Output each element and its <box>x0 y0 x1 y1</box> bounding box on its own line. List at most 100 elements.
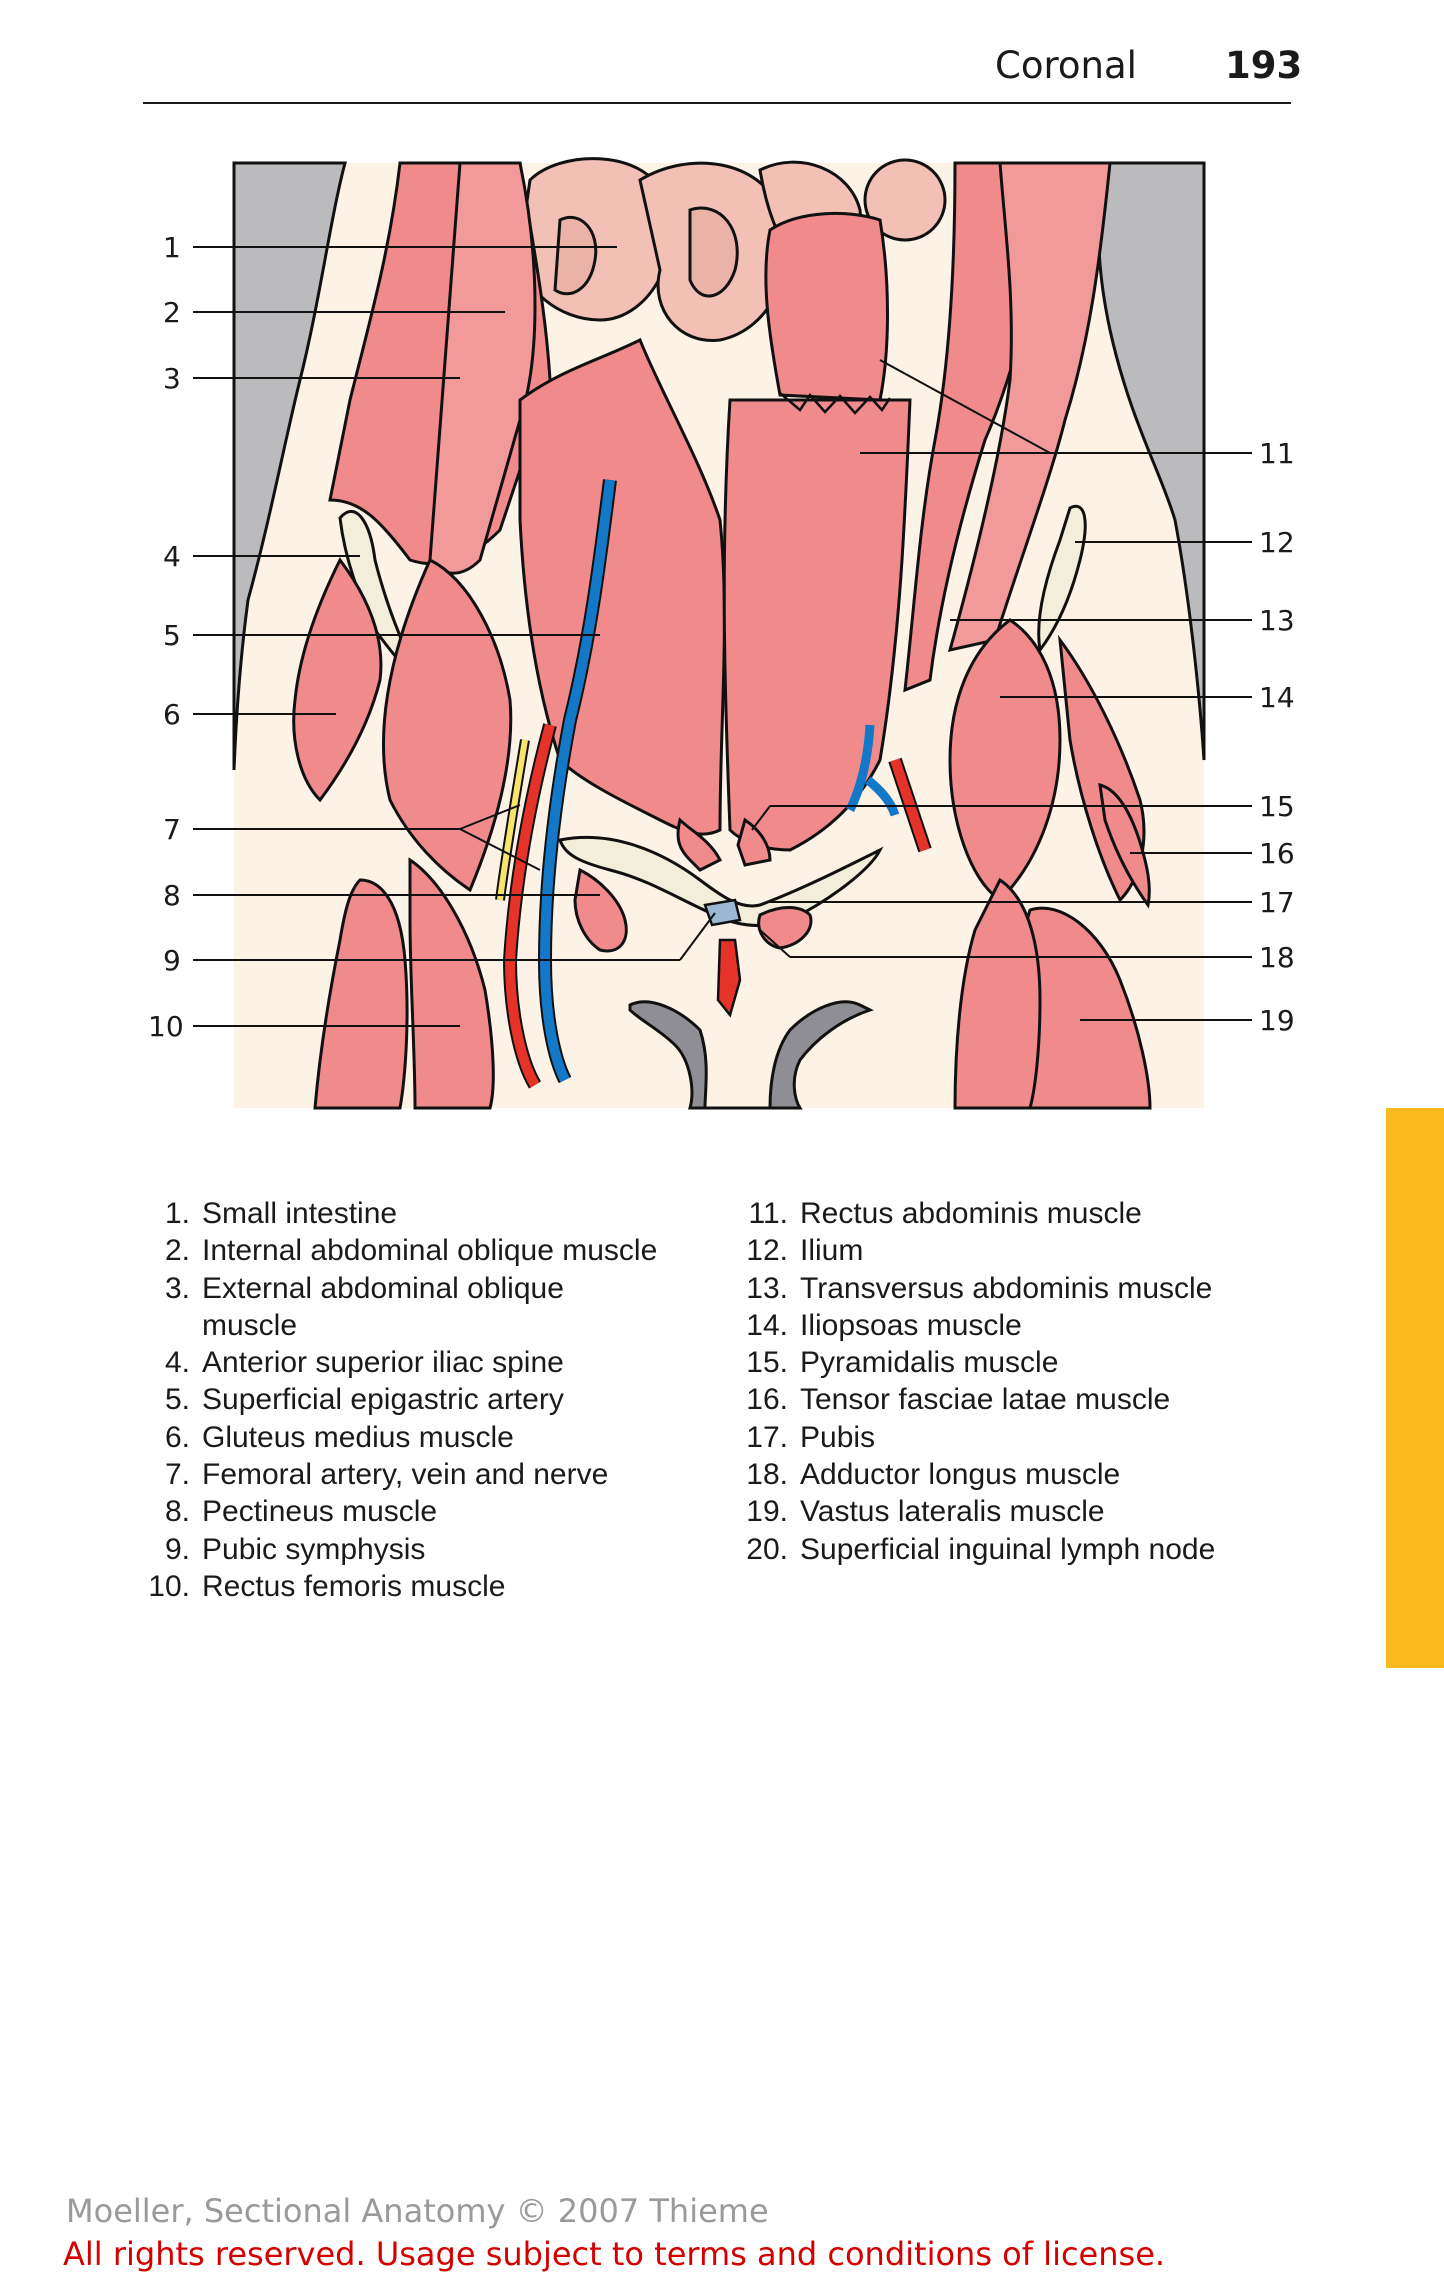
legend-text: Tensor fasciae latae muscle <box>800 1383 1171 1417</box>
chapter-thumb-tab <box>1386 1108 1444 1668</box>
callout-19: 19 <box>1259 1004 1295 1037</box>
right-tensor-fasciae-latae-lower <box>1098 783 1151 909</box>
legend-text: Anterior superior iliac spine <box>202 1346 564 1380</box>
legend-number: 5. <box>164 1383 190 1417</box>
legend-item: 13. Transversus abdominis muscle <box>736 1270 1296 1307</box>
callout-1: 1 <box>163 231 181 264</box>
callout-13: 13 <box>1259 604 1295 637</box>
legend-text: Rectus abdominis muscle <box>800 1197 1142 1230</box>
coronal-section-illustration <box>193 157 1252 1110</box>
legend-number: 6. <box>164 1420 190 1454</box>
anatomy-figure: 1 2 3 4 5 6 7 8 9 10 11 12 13 14 15 16 1… <box>0 0 1444 1140</box>
right-thigh-muscle <box>953 877 1042 1110</box>
legend-number: 11. <box>748 1197 788 1230</box>
left-iliopsoas <box>382 557 513 893</box>
callout-14: 14 <box>1259 681 1295 714</box>
legend-text: Pyramidalis muscle <box>800 1346 1059 1380</box>
left-gluteus-medius <box>292 557 383 803</box>
legend-number: 16. <box>746 1383 788 1417</box>
legend-item: 10. Rectus femoris muscle <box>138 1568 738 1605</box>
legend-text: Iliopsoas muscle <box>800 1308 1022 1342</box>
left-pyramidalis <box>676 817 723 872</box>
legend-left-column: 1. Small intestine 2. Internal abdominal o… <box>138 1195 738 1605</box>
midline-gray-structure <box>628 1000 874 1110</box>
header-divider <box>143 102 1291 104</box>
legend-right-column: 11. Rectus abdominis muscle 12.Ilium 13. T… <box>736 1195 1296 1568</box>
legend-number: 19. <box>746 1495 788 1529</box>
legend-item: 14. Iliopsoas muscle <box>736 1307 1296 1344</box>
right-rectus-abdominis-upper <box>764 212 889 402</box>
legend-number: 18. <box>746 1458 788 1492</box>
legend-number: 13. <box>746 1271 788 1305</box>
pubis <box>558 835 884 927</box>
midline-vessel <box>716 938 742 1018</box>
legend-number: 17. <box>746 1420 788 1454</box>
left-abdominal-wall <box>328 161 552 575</box>
legend-number: 10. <box>148 1569 190 1603</box>
legend-text: Gluteus medius muscle <box>202 1420 514 1454</box>
legend-text: Pectineus muscle <box>202 1495 438 1529</box>
left-lateral-region <box>232 161 347 771</box>
legend-number: 15. <box>746 1346 788 1380</box>
legend-number: 12. <box>746 1234 788 1268</box>
legend-number: 4. <box>164 1346 190 1380</box>
right-pyramidalis <box>736 817 772 867</box>
femoral-vein <box>539 479 615 1083</box>
femoral-nerve <box>497 739 528 901</box>
legend-item: 6. Gluteus medius muscle <box>138 1419 738 1456</box>
right-ilium <box>1037 504 1087 654</box>
legend-number: 2. <box>164 1234 190 1268</box>
legend-item: 8.Pectineus muscle <box>138 1493 738 1530</box>
callout-8: 8 <box>163 879 181 912</box>
legend-text: Pubic symphysis <box>202 1532 426 1566</box>
legend-number: 9. <box>164 1532 190 1566</box>
legend-item: 7. Femoral artery, vein and nerve <box>138 1456 738 1493</box>
legend-item: 9. Pubic symphysis <box>138 1531 738 1568</box>
callout-6: 6 <box>163 698 181 731</box>
left-rectus-femoris <box>313 878 409 1110</box>
legend-item: 11. Rectus abdominis muscle <box>736 1195 1296 1232</box>
legend-text: Rectus femoris muscle <box>202 1569 506 1603</box>
left-pectineus <box>573 867 628 953</box>
callout-10: 10 <box>148 1010 184 1043</box>
legend-item: 19. Vastus lateralis muscle <box>736 1493 1296 1530</box>
callout-18: 18 <box>1259 941 1295 974</box>
legend-text: Pubis <box>800 1420 876 1454</box>
pubic-symphysis <box>703 898 742 927</box>
legend-number: 14. <box>746 1308 788 1342</box>
legend-text: Vastus lateralis muscle <box>800 1495 1105 1529</box>
callout-17: 17 <box>1259 886 1295 919</box>
legend-item: 2. Internal abdominal oblique muscle <box>138 1232 738 1269</box>
legend-item: 18. Adductor longus muscle <box>736 1456 1296 1493</box>
section-title: Coronal <box>995 44 1137 87</box>
legend-text: External abdominal oblique muscle <box>202 1271 564 1342</box>
callout-16: 16 <box>1259 837 1295 870</box>
callout-11: 11 <box>1259 437 1295 470</box>
legend-item: 4. Anterior superior iliac spine <box>138 1344 738 1381</box>
small-intestine <box>518 157 947 342</box>
legend-item: 15. Pyramidalis muscle <box>736 1344 1296 1381</box>
legend-text: Adductor longus muscle <box>800 1458 1121 1492</box>
callout-2: 2 <box>163 296 181 329</box>
right-superficial-vein <box>845 724 900 817</box>
page-number: 193 <box>1225 44 1303 87</box>
legend-item: 5. Superficial epigastric artery <box>138 1381 738 1418</box>
legend-number: 20. <box>746 1532 788 1566</box>
callout-4: 4 <box>163 540 181 573</box>
legend-text: Superficial epigastric artery <box>202 1383 564 1417</box>
callout-15: 15 <box>1259 790 1295 823</box>
legend-text: Transversus abdominis muscle <box>800 1271 1213 1305</box>
left-thigh-muscle <box>408 857 495 1110</box>
right-abdominal-wall <box>903 161 1112 693</box>
legend-number: 1. <box>164 1197 190 1230</box>
legend-item: 1. Small intestine <box>138 1195 738 1232</box>
legend-number: 7. <box>164 1458 190 1492</box>
callout-7: 7 <box>163 813 181 846</box>
callout-3: 3 <box>163 362 181 395</box>
legend-text: Internal abdominal oblique muscle <box>202 1234 658 1268</box>
legend-text: Small intestine <box>202 1197 398 1230</box>
legend-text: Femoral artery, vein and nerve <box>202 1458 609 1492</box>
legend-item: 12.Ilium <box>736 1232 1296 1269</box>
femoral-artery <box>504 723 555 1088</box>
rectus-cut-edge <box>779 392 892 415</box>
